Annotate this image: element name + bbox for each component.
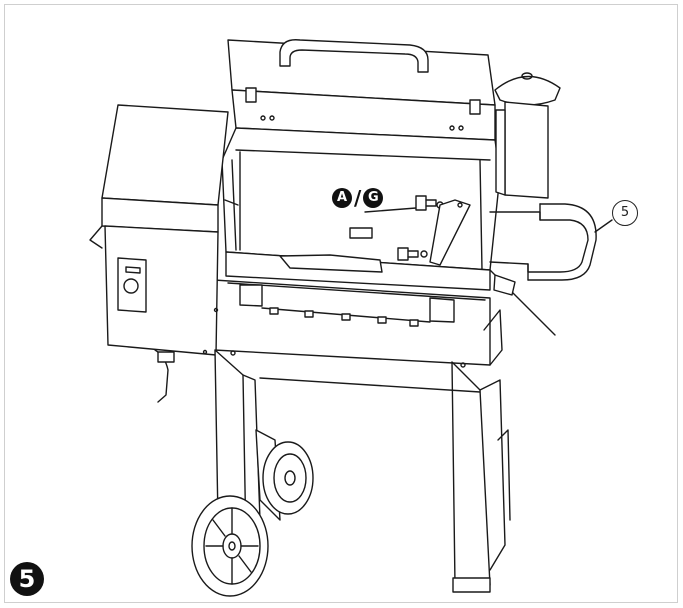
hardware-a-badge: A (332, 187, 352, 208)
grill-lid (227, 39, 496, 141)
part-number-callout: 5 (612, 200, 638, 226)
grill-barrel (221, 127, 501, 291)
grill-front-panel (213, 279, 491, 368)
side-handle (489, 203, 613, 281)
hardware-reference-label: A/G (332, 184, 384, 210)
step-number-badge: 5 (10, 562, 44, 596)
wheel-rear (262, 441, 314, 515)
hardware-g-badge: G (363, 187, 384, 208)
wheel-front (191, 495, 269, 597)
chimney (494, 72, 561, 199)
hardware-bolts (364, 195, 556, 336)
pellet-hopper (89, 104, 229, 403)
hardware-ref-separator: / (354, 185, 362, 210)
